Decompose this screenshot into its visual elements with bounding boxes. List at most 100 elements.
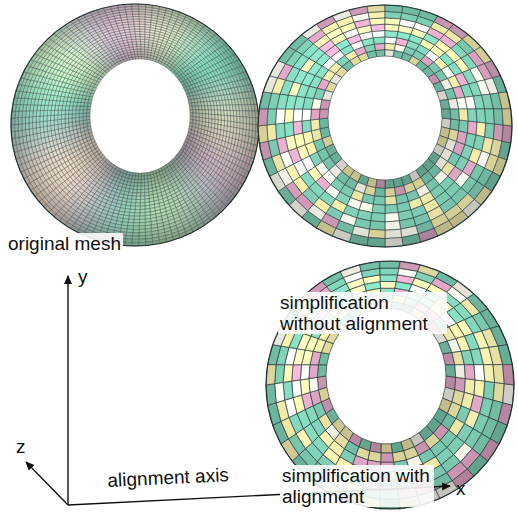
mesh-cell (141, 186, 145, 190)
mesh-cell (134, 24, 140, 27)
mesh-cell (33, 128, 37, 134)
mesh-cell (83, 116, 87, 120)
mesh-cell (136, 196, 141, 199)
mesh-cell (139, 232, 146, 236)
mesh-cell (132, 196, 137, 200)
mesh-cell (83, 110, 87, 114)
mesh-cell (134, 219, 140, 222)
mesh-cell (234, 122, 237, 128)
mesh-cell (141, 54, 144, 57)
mesh-cell (129, 216, 135, 220)
mesh-cell (72, 118, 76, 123)
mesh-cell (212, 119, 215, 124)
mesh-cell (135, 203, 140, 206)
mesh-cell (47, 126, 51, 132)
mesh-cell (126, 232, 133, 236)
mesh-cell (69, 110, 73, 114)
mesh-cell (76, 110, 80, 114)
mesh-cell (215, 119, 218, 124)
mesh-cell (87, 110, 91, 114)
torus-meshes (11, 4, 514, 509)
mesh-cell (133, 189, 137, 193)
mesh-cell (137, 190, 141, 193)
mesh-cell (135, 29, 140, 32)
torus-mesh (11, 4, 259, 246)
mesh-cell (79, 117, 83, 121)
mesh-cell (137, 47, 141, 50)
mesh-cell (72, 114, 76, 118)
mesh-cell (139, 236, 146, 240)
mesh-cell (140, 216, 146, 220)
mesh-cell (40, 121, 44, 127)
mesh-cell (18, 111, 22, 118)
mesh-cell (134, 52, 138, 55)
mesh-cell (209, 119, 212, 124)
mesh-cell (86, 116, 90, 120)
mesh-cell (237, 122, 240, 128)
mesh-cell (51, 120, 55, 126)
mesh-cell (47, 115, 51, 121)
mesh-cell (132, 193, 137, 197)
mesh-cell (51, 125, 55, 131)
mesh-cell (133, 229, 139, 232)
mesh-cell (144, 172, 147, 176)
mesh-cell (137, 183, 141, 186)
mesh-cell (128, 219, 134, 223)
mesh-cell (138, 52, 142, 55)
mesh-cell (240, 123, 243, 130)
mesh-cell (134, 27, 140, 30)
mesh-cell (79, 113, 83, 117)
mesh-cell (138, 57, 141, 60)
mesh-cell (132, 9, 139, 12)
mesh-cell (139, 226, 145, 230)
mesh-cell (58, 115, 62, 120)
mesh-cell (61, 114, 65, 119)
mesh-cell (139, 222, 145, 226)
mesh-cell (133, 223, 139, 226)
mesh-cell (61, 123, 65, 128)
mesh-cell (231, 121, 234, 127)
mesh-cell (218, 124, 222, 129)
mesh-cell (137, 186, 141, 189)
mesh-cell (140, 213, 145, 217)
mesh-cell (138, 176, 141, 179)
mesh-cell (65, 114, 69, 119)
mesh-cell (22, 123, 26, 130)
mesh-cell (134, 216, 140, 219)
mesh-cell (61, 119, 65, 124)
mesh-cell (36, 111, 40, 117)
mesh-cell (73, 106, 77, 110)
mesh-cell (83, 113, 87, 117)
mesh-cell (140, 196, 144, 200)
mesh-cell (218, 120, 221, 125)
mesh-cell (54, 124, 58, 129)
mesh-cell (44, 110, 48, 116)
mesh-cell (138, 54, 141, 57)
mesh-cell (140, 209, 145, 213)
mesh-cell (58, 119, 62, 124)
mesh-cell (141, 176, 144, 180)
mesh-cell (144, 179, 148, 183)
mesh-cell (137, 49, 141, 52)
mesh-cell (87, 106, 91, 109)
mesh-cell (79, 110, 83, 114)
mesh-cell (125, 239, 132, 243)
mesh-cell (137, 44, 141, 47)
mesh-cell (65, 123, 69, 128)
mesh-cell (136, 37, 141, 40)
mesh-cell (141, 189, 145, 193)
mesh-cell (132, 7, 139, 10)
mesh-cell (36, 127, 40, 133)
mesh-cell (202, 118, 205, 123)
mesh-cell (133, 17, 139, 20)
mesh-cell (130, 209, 136, 213)
mesh-cell (140, 219, 146, 223)
mesh-cell (15, 124, 19, 131)
mesh-cell (36, 116, 40, 122)
mesh-cell (224, 121, 227, 127)
mesh-cell (18, 117, 22, 124)
mesh-cell (145, 186, 149, 190)
mesh-cell (22, 111, 26, 118)
mesh-cell (72, 122, 76, 127)
mesh-cell (249, 124, 252, 131)
